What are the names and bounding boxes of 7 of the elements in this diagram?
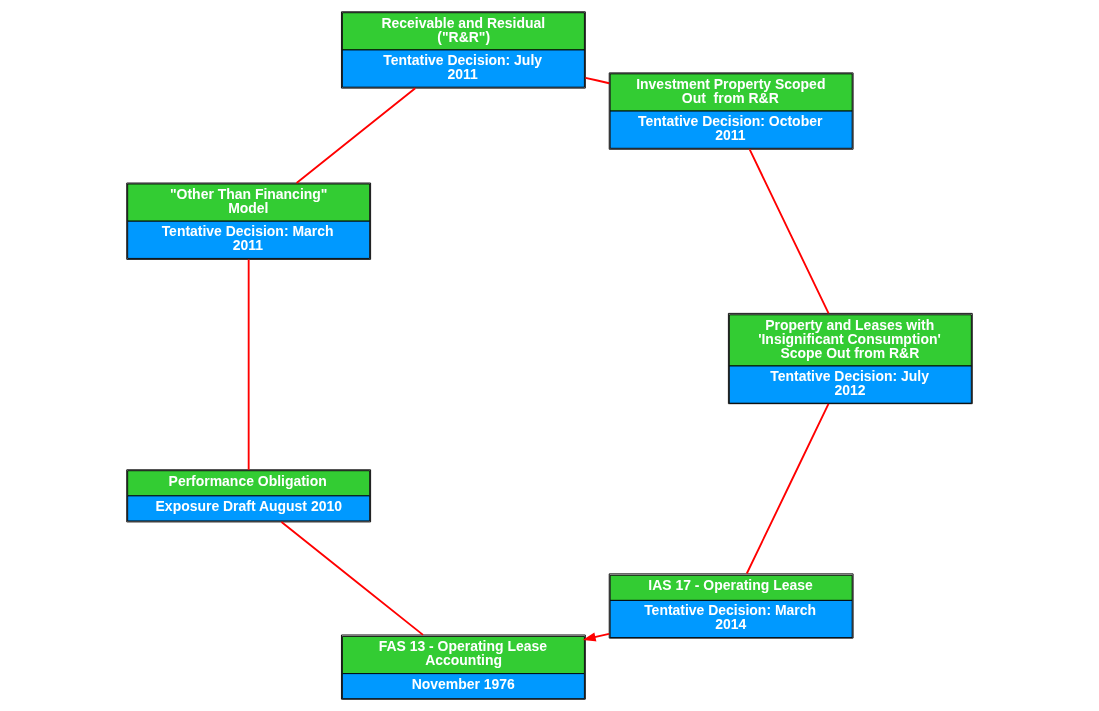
connector — [748, 148, 830, 315]
arrow — [582, 632, 610, 642]
connector — [247, 258, 250, 471]
connector — [584, 76, 611, 85]
connector — [295, 87, 417, 184]
connector — [745, 403, 830, 575]
connector — [280, 521, 424, 636]
